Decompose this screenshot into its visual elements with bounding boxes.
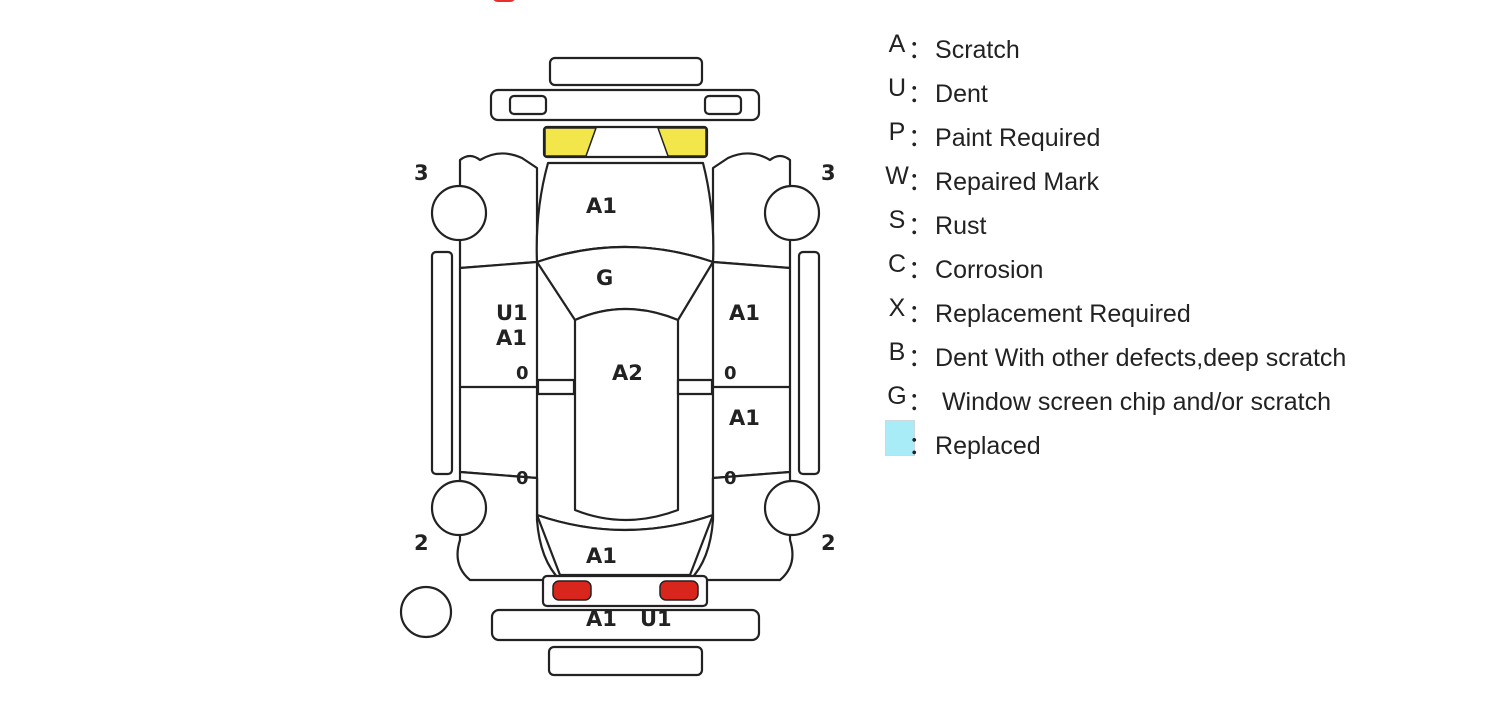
legend-desc: Repaired Mark [924, 162, 1099, 198]
mark-windshield: G [596, 266, 613, 290]
b-pillar-right [676, 378, 714, 396]
spare-tire [399, 585, 453, 639]
mark-front-door-left-1: U1 [496, 301, 528, 325]
mark-pillar-fl: 0 [516, 363, 529, 384]
taillight-left [552, 580, 592, 601]
mark-front-door-left-2: A1 [496, 326, 527, 350]
headlight-right [656, 127, 707, 157]
legend-code: W [885, 162, 909, 190]
header-red-fragment [492, 0, 516, 2]
side-skirt-left [430, 250, 454, 476]
legend-desc: Replacement Required [924, 294, 1191, 330]
wheel-front-left [430, 184, 488, 242]
mark-pillar-fr: 0 [724, 363, 737, 384]
front-lamp-right [703, 94, 743, 116]
legend-code: B [888, 338, 906, 366]
mark-rear-fender-right: 2 [821, 531, 836, 555]
front-bumper-outer [548, 56, 704, 87]
wheel-rear-left [430, 479, 488, 537]
legend-code: A [888, 30, 906, 58]
mark-rear-door-right: A1 [729, 406, 760, 430]
mark-rear-bumper: A1 [586, 607, 617, 631]
legend-desc: Window screen chip and/or scratch [924, 382, 1331, 418]
mark-front-fender-left: 3 [414, 161, 429, 185]
roof [573, 307, 680, 522]
legend-desc: Corrosion [924, 250, 1043, 286]
taillight-right [659, 580, 699, 601]
legend-code: P [888, 118, 906, 146]
wheel-rear-right [763, 479, 821, 537]
legend-desc: Scratch [924, 30, 1020, 66]
legend-code: S [888, 206, 906, 234]
mark-trunk: A1 [586, 544, 617, 568]
wheel-front-right [763, 184, 821, 242]
front-fender-left [458, 152, 539, 270]
rear-bumper-outer [547, 645, 704, 677]
mark-front-door-right: A1 [729, 301, 760, 325]
rear-bumper [490, 608, 761, 642]
legend-desc: Rust [924, 206, 986, 242]
side-skirt-right [797, 250, 821, 476]
headlight-left [544, 127, 598, 157]
mark-front-fender-right: 3 [821, 161, 836, 185]
mark-pillar-rl: 0 [516, 468, 529, 489]
legend-code: U [887, 74, 907, 102]
trunk [535, 513, 715, 577]
legend-code: X [888, 294, 906, 322]
mark-pillar-rr: 0 [724, 468, 737, 489]
mark-rear-fender-left: 2 [414, 531, 429, 555]
front-lamp-left [508, 94, 548, 116]
legend-code: C [887, 250, 907, 278]
mark-rear-bumper-2: U1 [640, 607, 672, 631]
b-pillar-left [536, 378, 576, 396]
car-inspection-diagram: 3 3 2 2 A1 G U1 A1 A1 A2 A1 A1 A1 U1 0 0… [399, 56, 836, 677]
mark-hood: A1 [586, 194, 617, 218]
legend-desc: Dent With other defects,deep scratch [924, 338, 1346, 374]
legend-desc: Dent [924, 74, 988, 110]
front-fender-right [711, 152, 792, 270]
mark-roof: A2 [612, 361, 643, 385]
legend-code: G [887, 382, 907, 410]
legend-desc: Paint Required [924, 118, 1100, 154]
front-bumper [489, 88, 761, 122]
legend-desc: Replaced [924, 426, 1041, 462]
